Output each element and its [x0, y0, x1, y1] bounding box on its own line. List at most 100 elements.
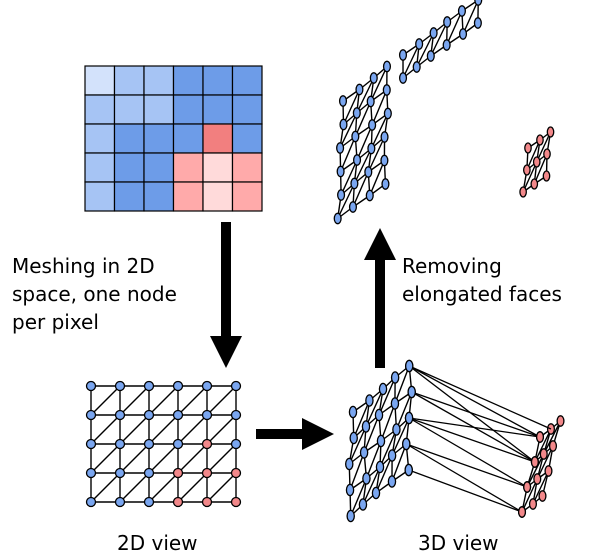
mesh-node-blue [376, 434, 386, 448]
elongated-edge [408, 365, 536, 463]
mesh-node-blue [361, 420, 371, 433]
mesh-node-blue [366, 95, 375, 108]
mesh-node-blue [114, 496, 126, 508]
mesh-edge [522, 161, 538, 193]
pixel-cell [231, 152, 263, 183]
mesh-node-red [523, 481, 532, 493]
mesh-node-blue [390, 371, 400, 384]
mesh-edge [342, 89, 361, 125]
mesh-node-red [530, 456, 539, 468]
mesh-node-blue [474, 0, 483, 6]
pixel-cell [172, 152, 204, 183]
view-3d-label: 3D view [418, 531, 499, 554]
pixel-cell [84, 152, 116, 183]
mesh-node-blue [382, 60, 392, 73]
removing-label-line2: elongated faces [402, 282, 562, 306]
mesh-node-red [539, 448, 548, 460]
mesh-edge [353, 148, 372, 184]
mesh-edge [206, 472, 237, 503]
mesh-edge [379, 429, 398, 468]
mesh-node-blue [345, 457, 354, 471]
removing-label-line1: Removing [402, 254, 502, 278]
mesh-node-blue [367, 142, 376, 155]
mesh-node-blue [398, 49, 408, 61]
mesh-edge [430, 21, 448, 57]
mesh-node-blue [351, 130, 360, 143]
mesh-node-red [517, 506, 527, 518]
mesh-edge [369, 160, 386, 196]
mesh-node-blue [345, 483, 355, 497]
mesh-node-blue [369, 72, 378, 84]
mesh-node-blue [380, 154, 389, 167]
mesh-node-blue [85, 409, 97, 421]
mesh-edge [177, 385, 208, 416]
mesh-node-blue [443, 16, 452, 28]
mesh-edge [90, 385, 121, 416]
mesh-node-blue [375, 460, 385, 474]
elongated-edge [408, 365, 552, 430]
pixel-cell [84, 181, 116, 212]
pixel-cell [84, 94, 116, 125]
mesh-node-red [556, 415, 565, 427]
mesh-node-blue [383, 107, 392, 120]
mesh-edge [148, 385, 179, 416]
view-2d-label: 2D view [117, 531, 198, 554]
mesh-edge [532, 470, 550, 505]
mesh-node-blue [387, 449, 397, 462]
pixel-cell [84, 65, 116, 96]
pixel-cell [231, 181, 263, 212]
mesh-edge [534, 428, 552, 463]
mesh-edge [340, 159, 358, 196]
pixel-cell [113, 181, 145, 212]
mesh-node-blue [338, 95, 348, 107]
mesh-node-blue [380, 131, 389, 143]
mesh-node-blue [114, 380, 126, 392]
mesh-node-blue [457, 5, 466, 17]
mesh-edge [119, 414, 150, 445]
pixel-cell [113, 123, 145, 154]
pixel-cell [202, 94, 234, 125]
mesh-edge [375, 455, 393, 494]
mesh-edge [177, 472, 208, 503]
mesh-edge [365, 388, 384, 427]
mesh-node-blue [415, 38, 424, 50]
mesh-node-blue [365, 189, 374, 202]
mesh-node-red [528, 498, 538, 510]
mesh-node-blue [364, 166, 373, 178]
mesh-edge [391, 443, 407, 482]
mesh-edge [395, 391, 413, 430]
mesh-node-blue [381, 178, 390, 190]
mesh-node-blue [143, 409, 155, 421]
mesh-edge [350, 478, 368, 517]
elongated-edge [406, 443, 528, 488]
mesh-edge [378, 377, 396, 416]
mesh-node-blue [143, 438, 155, 450]
mesh-node-blue [172, 438, 184, 450]
pixel-cell [202, 152, 234, 183]
mesh-node-red [548, 440, 558, 452]
mesh-edge [352, 171, 369, 208]
mesh-node-blue [352, 107, 361, 119]
mesh-node-blue [392, 423, 401, 436]
mesh-node-red [536, 134, 544, 146]
mesh-node-blue [458, 28, 468, 40]
pixel-cell [202, 65, 234, 96]
mesh-node-red [535, 431, 545, 443]
mesh-node-red [230, 467, 242, 479]
pixel-cell [143, 152, 175, 183]
mesh-edge [339, 112, 358, 149]
pixel-image-grid [84, 65, 263, 212]
mesh-node-blue [230, 380, 242, 392]
pixel-cell [231, 65, 263, 96]
mesh-edge [119, 472, 150, 503]
mesh-node-blue [371, 486, 381, 500]
mesh-edge [90, 414, 121, 445]
mesh-node-blue [85, 467, 97, 479]
mesh-node-red [201, 496, 213, 508]
pixel-cell [202, 181, 234, 212]
elongated-edge [408, 417, 536, 463]
meshing-label-line3: per pixel [12, 310, 99, 334]
mesh-node-blue [404, 359, 414, 373]
elongated-edge [408, 365, 541, 438]
mesh-node-blue [346, 509, 355, 523]
